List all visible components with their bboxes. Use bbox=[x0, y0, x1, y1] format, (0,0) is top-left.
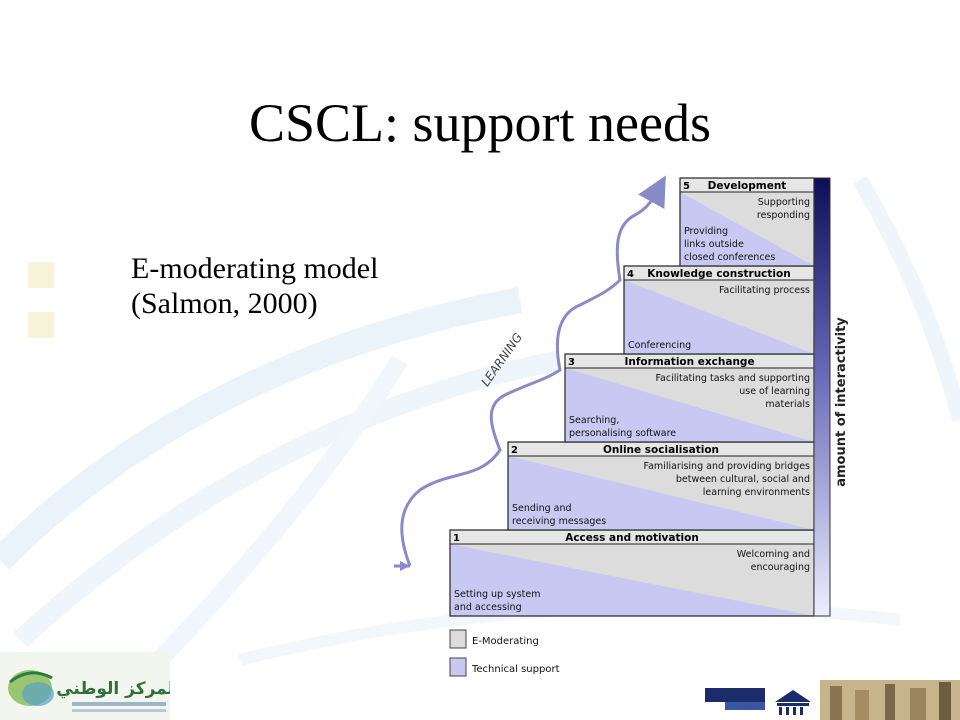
step-2-moderating-text: learning environments bbox=[703, 487, 810, 498]
subtitle-line-2: (Salmon, 2000) bbox=[131, 287, 318, 320]
step-3-moderating-text: materials bbox=[765, 399, 810, 410]
university-building-icon bbox=[775, 690, 811, 702]
step-3-title: Information exchange bbox=[624, 356, 754, 368]
step-3-technical-text: Searching, bbox=[569, 415, 619, 426]
step-1-number: 1 bbox=[453, 533, 460, 544]
step-2-number: 2 bbox=[511, 445, 518, 456]
step-3-technical-text: personalising software bbox=[569, 428, 676, 439]
step-4-moderating-text: Facilitating process bbox=[719, 285, 810, 296]
legend-label-technical: Technical support bbox=[471, 664, 560, 675]
step-4-technical-text: Conferencing bbox=[628, 340, 691, 351]
step-5-number: 5 bbox=[683, 181, 690, 192]
step-3-moderating-region bbox=[565, 368, 814, 442]
step-2-technical-text: Sending and bbox=[512, 503, 572, 514]
step-1-moderating-text: Welcoming and bbox=[737, 549, 810, 560]
step-4-number: 4 bbox=[627, 269, 634, 280]
step-2-moderating-text: Familiarising and providing bridges bbox=[644, 461, 811, 472]
step-2-moderating-region bbox=[508, 456, 814, 530]
learning-arrow bbox=[400, 175, 666, 567]
step-2-title: Online socialisation bbox=[603, 444, 719, 456]
step-1-title: Access and motivation bbox=[565, 532, 699, 544]
interactivity-bar bbox=[813, 177, 831, 617]
step-3-moderating-text: Facilitating tasks and supporting bbox=[655, 373, 810, 384]
legend-label-emoderating: E-Moderating bbox=[472, 636, 539, 647]
subtitle: E-moderating model (Salmon, 2000) bbox=[131, 251, 378, 321]
step-1-technical-text: Setting up system bbox=[454, 589, 540, 600]
legend-swatch-technical bbox=[449, 657, 467, 677]
subtitle-line-1: E-moderating model bbox=[131, 252, 379, 285]
step-3-number: 3 bbox=[568, 357, 575, 368]
step-5-moderating-region bbox=[680, 192, 814, 266]
step-5-title: Development bbox=[708, 180, 787, 192]
step-4-title: Knowledge construction bbox=[647, 268, 790, 280]
university-banner bbox=[705, 680, 960, 720]
step-1-moderating-text: encouraging bbox=[751, 562, 810, 573]
step-3-moderating-text: use of learning bbox=[739, 386, 810, 397]
step-1-technical-text: and accessing bbox=[454, 602, 522, 613]
learning-label: LEARNING bbox=[478, 330, 525, 388]
step-1-moderating-region bbox=[450, 544, 814, 616]
interactivity-label: amount of interactivity bbox=[834, 317, 849, 487]
page-title: CSCL: support needs bbox=[248, 93, 711, 153]
step-5-moderating-text: Supporting bbox=[758, 197, 810, 208]
step-2-moderating-text: between cultural, social and bbox=[676, 474, 810, 485]
step-5-technical-text: Providing bbox=[684, 226, 728, 237]
national-center-logo: المركز الوطني bbox=[0, 652, 170, 720]
step-5-technical-text: links outside bbox=[684, 239, 744, 250]
logo-arabic-text: المركز الوطني bbox=[56, 679, 170, 699]
step-4-moderating-region bbox=[624, 280, 814, 354]
step-5-technical-text: closed conferences bbox=[684, 252, 775, 263]
step-5-moderating-text: responding bbox=[757, 210, 810, 221]
legend-swatch-emoderating bbox=[449, 629, 467, 649]
step-2-technical-text: receiving messages bbox=[512, 516, 606, 527]
learning-arrow-tail-icon bbox=[400, 561, 410, 571]
